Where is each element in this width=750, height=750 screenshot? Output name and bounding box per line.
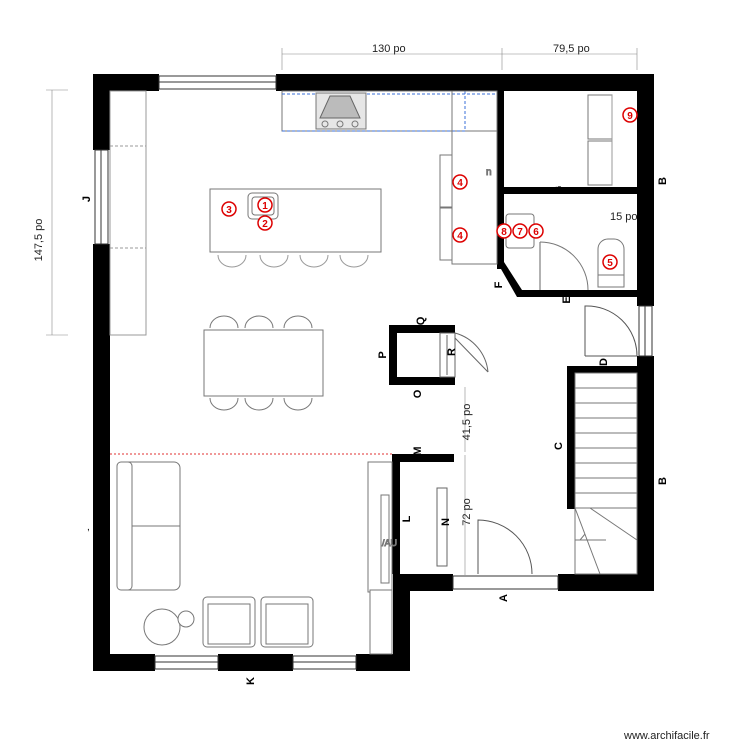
wall-label-d: D xyxy=(598,358,610,366)
dim-top-middle: 130 po xyxy=(372,43,406,55)
svg-text:3: 3 xyxy=(226,205,232,216)
round-table xyxy=(143,608,181,646)
svg-text:4: 4 xyxy=(457,178,463,189)
marker-7: 7 xyxy=(512,223,528,239)
svg-text:5: 5 xyxy=(607,258,613,269)
wall-label-j: J xyxy=(81,196,93,202)
wall-label-n: N xyxy=(440,518,452,526)
exterior-walls xyxy=(93,74,654,671)
door-entrance xyxy=(477,519,533,575)
dim-hall-large: 72 po xyxy=(461,498,473,526)
svg-text:6: 6 xyxy=(533,227,539,238)
markers: 1 2 3 4 4 5 6 7 8 9 xyxy=(221,107,638,270)
wall-label-q: Q xyxy=(415,316,427,325)
svg-text:9: 9 xyxy=(627,111,633,122)
wall-label-o: O xyxy=(412,389,424,398)
svg-text:2: 2 xyxy=(262,219,268,230)
wall-label-e: E xyxy=(561,296,573,303)
door-hall xyxy=(584,305,638,357)
fridge-left xyxy=(439,154,453,208)
wall-label-a: A xyxy=(498,594,510,602)
dim-left-height: 147,5 po xyxy=(33,219,45,262)
kitchen: n xyxy=(281,90,498,265)
marker-8: 8 xyxy=(496,223,512,239)
svg-text:4: 4 xyxy=(457,231,463,242)
wall-label-k: K xyxy=(245,677,257,685)
marker-5: 5 xyxy=(602,254,618,270)
svg-text:n: n xyxy=(486,167,492,178)
living-room: /AU xyxy=(116,461,398,655)
wall-label-g: G xyxy=(553,186,565,195)
left-storage xyxy=(109,90,147,336)
dim-wc-width: 15 po xyxy=(610,211,638,223)
marker-1: 1 xyxy=(257,197,273,213)
marker-9: 9 xyxy=(622,107,638,123)
dim-hall-small: 41,5 po xyxy=(461,404,473,441)
svg-text:8: 8 xyxy=(501,227,507,238)
marker-4-upper: 4 xyxy=(452,174,468,190)
dim-top-right: 79,5 po xyxy=(553,43,590,55)
fridge-left-2 xyxy=(439,207,453,261)
wall-label-b-lower: B xyxy=(657,477,669,485)
windows xyxy=(94,75,653,670)
dining-table xyxy=(203,315,324,411)
doors xyxy=(477,305,638,575)
entrance-door-frame xyxy=(452,575,559,590)
wall-label-b-upper: B xyxy=(657,177,669,185)
left-tick-mark: , xyxy=(87,522,90,533)
marker-6: 6 xyxy=(528,223,544,239)
svg-text:1: 1 xyxy=(262,201,268,212)
wall-label-r: R xyxy=(446,348,458,356)
wall-label-l: L xyxy=(401,515,413,522)
washer-1 xyxy=(587,94,613,140)
bar-stools xyxy=(217,254,369,268)
wall-label-p: P xyxy=(377,351,389,358)
wall-label-f: F xyxy=(493,281,505,288)
wall-letters: A B B C D E F G J K L M N O P Q R xyxy=(81,177,669,685)
credit-text[interactable]: www.archifacile.fr xyxy=(623,730,710,742)
utility-room xyxy=(587,94,613,186)
kitchen-island xyxy=(209,188,382,253)
marker-4-lower: 4 xyxy=(452,227,468,243)
marker-2: 2 xyxy=(257,215,273,231)
staircase xyxy=(574,372,638,575)
diagonal-wall xyxy=(497,262,540,297)
marker-3: 3 xyxy=(221,201,237,217)
svg-text:/AU: /AU xyxy=(382,538,397,548)
wall-label-c: C xyxy=(553,442,565,450)
washer-2 xyxy=(587,140,613,186)
closet-details xyxy=(436,332,489,567)
wall-label-m: M xyxy=(412,446,424,455)
svg-text:7: 7 xyxy=(517,227,523,238)
dimension-lines xyxy=(46,48,638,575)
interior-walls xyxy=(389,91,637,574)
